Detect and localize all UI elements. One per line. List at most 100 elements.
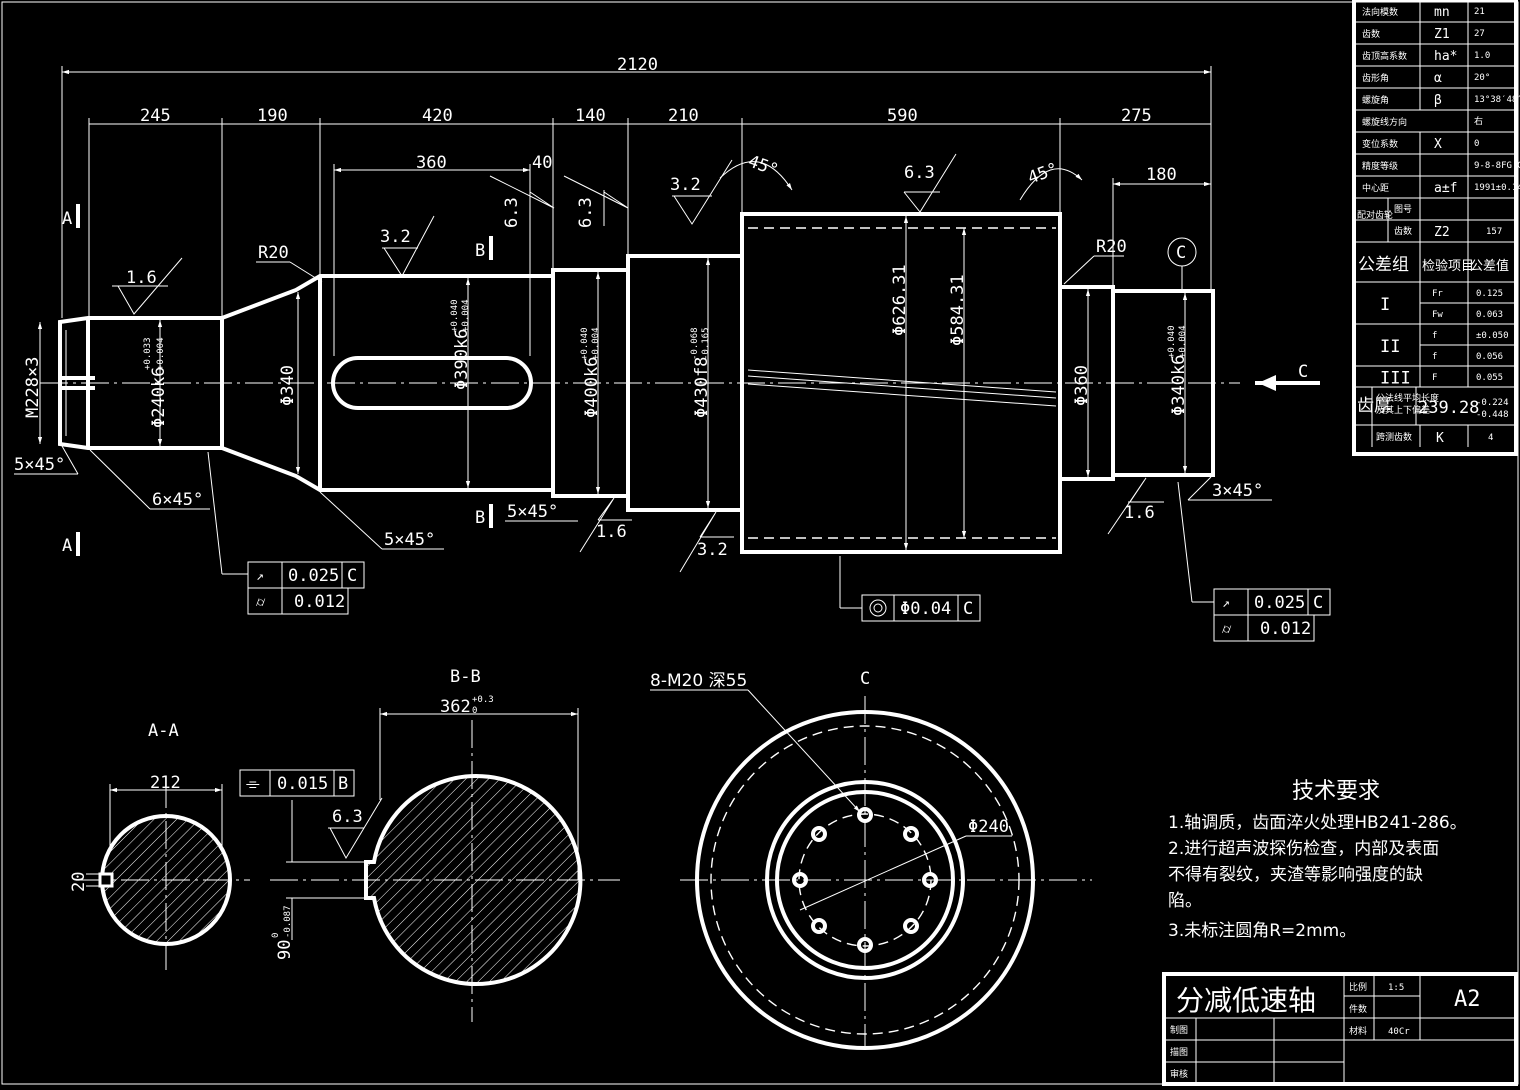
gdt-frames: ↗ 0.025 C ⌭ 0.012 Φ0.04 C ↗ 0.025 C ⌭ 0.… [207, 451, 1331, 642]
thickness-label: 齿厚 [1357, 396, 1391, 416]
gdt-left-runout-datum: C [347, 566, 357, 586]
sec-b-bottom: B [475, 508, 485, 528]
mate-teeth-label: 齿数 [1394, 225, 1412, 237]
svg-text:+0.033: +0.033 [143, 337, 153, 370]
tol-d2-lower: +0.004 [461, 299, 471, 332]
sec-c-arrow: C [1298, 362, 1308, 382]
gdt-right-runout: 0.025 [1254, 593, 1305, 613]
gear-param-value: 1991±0.140 [1474, 183, 1520, 193]
dim-keyway-len: 360 [416, 153, 447, 173]
ra-6: 6.3 [904, 163, 935, 183]
tol-group-id: III [1380, 369, 1411, 389]
chamfer-5: 3×45° [1212, 481, 1263, 501]
gear-param-symbol: ha* [1434, 49, 1457, 64]
dim-d3: Φ400k6 [582, 357, 602, 418]
sec-a-bottom: A [62, 536, 72, 556]
gdt-mid-coax-datum: C [963, 599, 973, 619]
tol-d3-lower: +0.004 [591, 327, 601, 360]
angle-left: 45° [745, 151, 781, 180]
role-trace: 描图 [1170, 1046, 1188, 1058]
datum-c: C [1176, 243, 1186, 263]
sheet-size: A2 [1454, 987, 1481, 1012]
mate-label: 配对齿轮 [1357, 209, 1393, 221]
tech-notes: 技术要求 1.轴调质，齿面淬火处理HB241-286。 2.进行超声波探伤检查，… [1168, 779, 1467, 941]
qty-label: 件数 [1349, 1003, 1367, 1015]
section-bb: B-B 362 +0.3 0 90 0 -0.087 ⌯ 0.015 B 6.3 [239, 667, 620, 1022]
sec-a-top: A [62, 209, 72, 229]
tol-d4-lower: -0.165 [701, 327, 711, 360]
dim-seg-1: 245 [140, 106, 171, 126]
note-line-5: 3.未标注圆角R=2mm。 [1168, 921, 1356, 941]
ra-1: 1.6 [126, 268, 157, 288]
tol-d5-upper: +0.040 [1167, 325, 1177, 358]
tol-item-value: 0.125 [1476, 289, 1503, 299]
gdt-mid-coax: Φ0.04 [900, 599, 951, 619]
sec-aa-title: A-A [148, 721, 179, 741]
gear-param-label: 齿形角 [1362, 72, 1389, 84]
tol-group-id: I [1380, 295, 1390, 315]
sec-b-top: B [475, 241, 485, 261]
ra-5: 3.2 [670, 175, 701, 195]
svg-text:↗: ↗ [1222, 596, 1230, 611]
gear-param-symbol: α [1434, 71, 1442, 86]
dim-seg-6: 590 [887, 106, 918, 126]
dimension-lines [61, 66, 1212, 356]
material-value: 40Cr [1388, 1027, 1410, 1037]
scale-label: 比例 [1349, 981, 1367, 993]
gear-param-symbol: X [1434, 137, 1442, 152]
gdt-sym: 0.015 [277, 774, 328, 794]
chamfer-4: 5×45° [507, 502, 558, 522]
view-c-title: C [860, 669, 870, 689]
role-draw: 制图 [1170, 1024, 1188, 1036]
thickness-desc: 及其上下偏差 [1376, 404, 1430, 416]
gdt-left-cyl: 0.012 [294, 592, 345, 612]
ra-2: 3.2 [380, 227, 411, 247]
svg-text:⌯: ⌯ [246, 774, 260, 794]
dimension-texts: 2120 245 190 420 140 210 590 275 360 40 … [14, 55, 1272, 550]
chamfer-2: 6×45° [152, 490, 203, 510]
gear-param-value: 13°38′48″ [1474, 95, 1520, 105]
gear-param-label: 螺旋线方向 [1362, 116, 1407, 128]
gear-param-value: 1.0 [1474, 51, 1490, 61]
gear-param-value: 右 [1474, 115, 1483, 127]
gdt-right-runout-datum: C [1313, 593, 1323, 613]
scale-value: 1:5 [1388, 983, 1404, 993]
thickness-value: 239.28 [1418, 398, 1479, 418]
dim-d4: Φ430f8 [692, 357, 712, 418]
mate-teeth-symbol: Z2 [1434, 225, 1450, 240]
gear-param-label: 齿数 [1362, 28, 1380, 40]
aa-key: 20 [69, 872, 89, 892]
gear-param-value: 0 [1474, 139, 1479, 149]
note-line-3: 不得有裂纹，夹渣等影响强度的缺 [1168, 865, 1423, 885]
bb-depth: 90 [275, 940, 295, 960]
sec-bb-title: B-B [450, 667, 481, 687]
bb-ra: 6.3 [332, 807, 363, 827]
dim-d5: Φ340k6 [1169, 355, 1189, 416]
drawing-title: 分减低速轴 [1176, 984, 1316, 1017]
dim-shoulder: Φ360 [1072, 365, 1092, 406]
notes-title: 技术要求 [1292, 779, 1380, 804]
gear-param-label: 变位系数 [1362, 138, 1398, 150]
ra-4: 6.3 [576, 197, 596, 228]
dim-seg-4: 140 [575, 106, 606, 126]
span-value: 4 [1488, 433, 1493, 443]
thickness-tol-upper: -0.224 [1476, 398, 1509, 408]
aa-width: 212 [150, 773, 181, 793]
gear-param-label: 螺旋角 [1362, 94, 1389, 106]
thickness-desc: 公法线平均长度 [1376, 392, 1439, 404]
tol-header-group: 公差组 [1358, 255, 1409, 275]
tol-d2-upper: +0.040 [450, 299, 460, 332]
gear-param-symbol: β [1434, 93, 1442, 108]
gear-param-label: 法向模数 [1362, 6, 1398, 18]
dim-tip: Φ626.31 [890, 264, 910, 336]
dim-d1: Φ240k6 [149, 367, 169, 428]
section-markers: A A B B C C [62, 204, 1308, 556]
tol-item-name: f [1432, 331, 1437, 341]
gear-param-value: 21 [1474, 7, 1485, 17]
tol-header-value: 公差值 [1470, 258, 1509, 274]
gear-param-symbol: Z1 [1434, 27, 1450, 42]
gear-param-symbol: mn [1434, 5, 1450, 20]
note-line-2: 2.进行超声波探伤检查，内部及表面 [1168, 839, 1439, 859]
